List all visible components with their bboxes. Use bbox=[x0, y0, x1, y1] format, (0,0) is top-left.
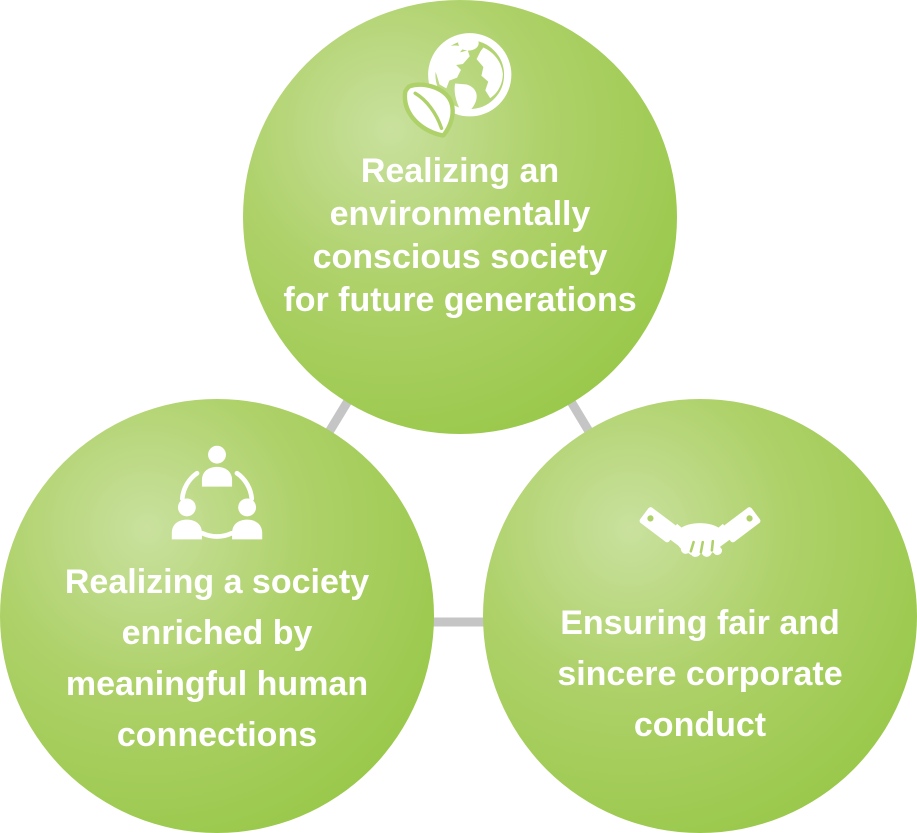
circle-human-connections-label: Realizing a society enriched by meaningf… bbox=[20, 557, 414, 761]
globe-leaf-icon bbox=[402, 28, 519, 140]
label-line: for future generations bbox=[283, 281, 637, 319]
label-line: enriched by bbox=[121, 614, 313, 652]
circle-environmental-society-label: Realizing an environmentally conscious s… bbox=[263, 150, 657, 322]
circle-human-connections: Realizing a society enriched by meaningf… bbox=[0, 399, 434, 833]
circle-corporate-conduct: Ensuring fair and sincere corporate cond… bbox=[483, 399, 917, 833]
label-line: conduct bbox=[633, 706, 767, 744]
handshake-icon bbox=[636, 499, 764, 577]
label-line: connections bbox=[116, 716, 318, 754]
label-line: conscious society bbox=[312, 238, 608, 276]
people-network-icon bbox=[161, 443, 274, 552]
circle-environmental-society: Realizing an environmentally conscious s… bbox=[243, 0, 677, 434]
label-line: sincere corporate bbox=[557, 655, 843, 693]
label-line: Realizing a society bbox=[64, 563, 370, 601]
label-line: environmentally bbox=[329, 195, 591, 233]
circle-corporate-conduct-label: Ensuring fair and sincere corporate cond… bbox=[503, 598, 897, 751]
label-line: Ensuring fair and bbox=[560, 604, 840, 642]
label-line: meaningful human bbox=[65, 665, 369, 703]
label-line: Realizing an bbox=[360, 152, 560, 190]
